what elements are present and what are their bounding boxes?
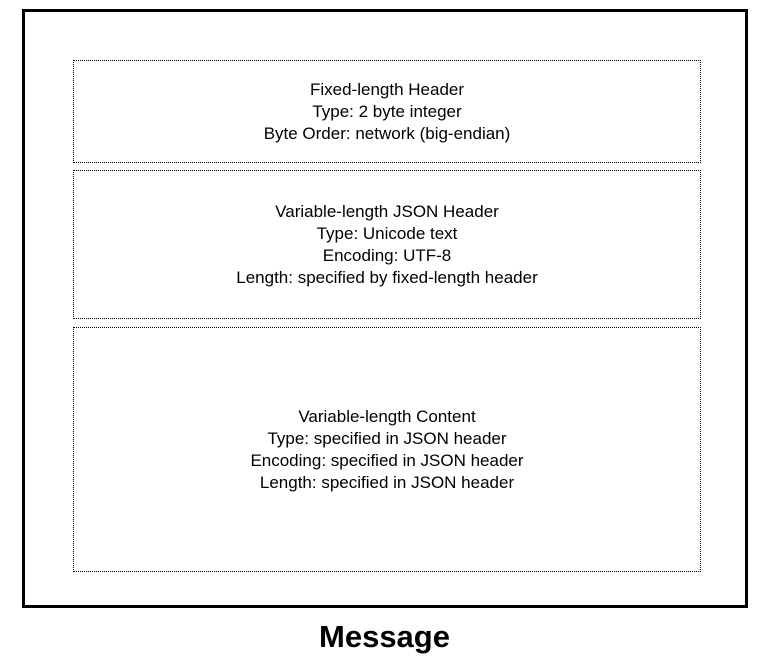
segment-line: Length: specified by fixed-length header	[236, 267, 538, 287]
segment-fixed-length-header: Fixed-length Header Type: 2 byte integer…	[73, 60, 701, 163]
figure-caption: Message	[319, 619, 450, 654]
segment-line: Fixed-length Header	[309, 79, 465, 99]
segment-line: Length: specified in JSON header	[259, 472, 515, 492]
segment-line: Variable-length Content	[298, 406, 476, 426]
segment-line: Encoding: specified in JSON header	[250, 450, 524, 470]
segment-line: Variable-length JSON Header	[275, 201, 499, 221]
segment-variable-length-json-header: Variable-length JSON Header Type: Unicod…	[73, 170, 701, 319]
segment-line: Byte Order: network (big-endian)	[263, 123, 511, 143]
segment-line: Type: specified in JSON header	[267, 428, 507, 448]
segment-variable-length-content: Variable-length Content Type: specified …	[73, 327, 701, 572]
segment-line: Type: 2 byte integer	[312, 101, 462, 121]
segment-line: Encoding: UTF-8	[322, 245, 452, 265]
segment-line: Type: Unicode text	[316, 223, 458, 243]
message-outer-frame: Fixed-length Header Type: 2 byte integer…	[22, 9, 748, 608]
